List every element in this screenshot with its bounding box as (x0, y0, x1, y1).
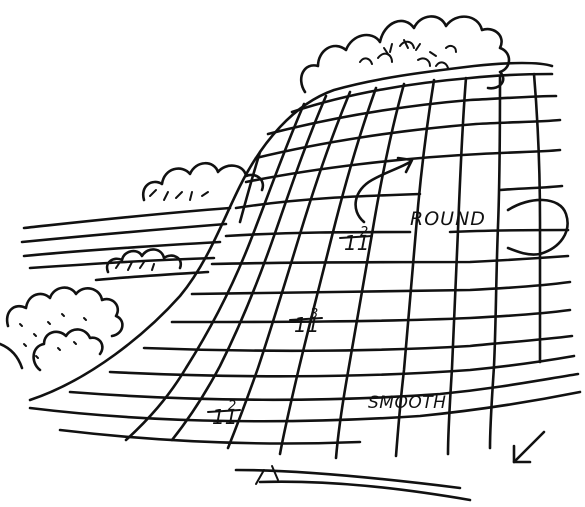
arrow-icon (514, 432, 544, 462)
slope-ratio-middle: 11 3 (290, 307, 322, 337)
svg-text:2: 2 (360, 225, 368, 240)
round-bulge-outline (508, 200, 568, 255)
svg-text:3: 3 (310, 307, 318, 322)
slope-face (30, 63, 580, 500)
svg-text:2: 2 (228, 399, 236, 414)
foreground-bushes (0, 288, 122, 370)
slope-ratio-upper: 11 2 (340, 225, 372, 255)
round-label: ROUND (410, 208, 486, 230)
smooth-label: SMOOTH (368, 393, 446, 413)
hilltop-trees (301, 16, 509, 92)
slope-ratio-lower: 11 2 (208, 399, 240, 429)
